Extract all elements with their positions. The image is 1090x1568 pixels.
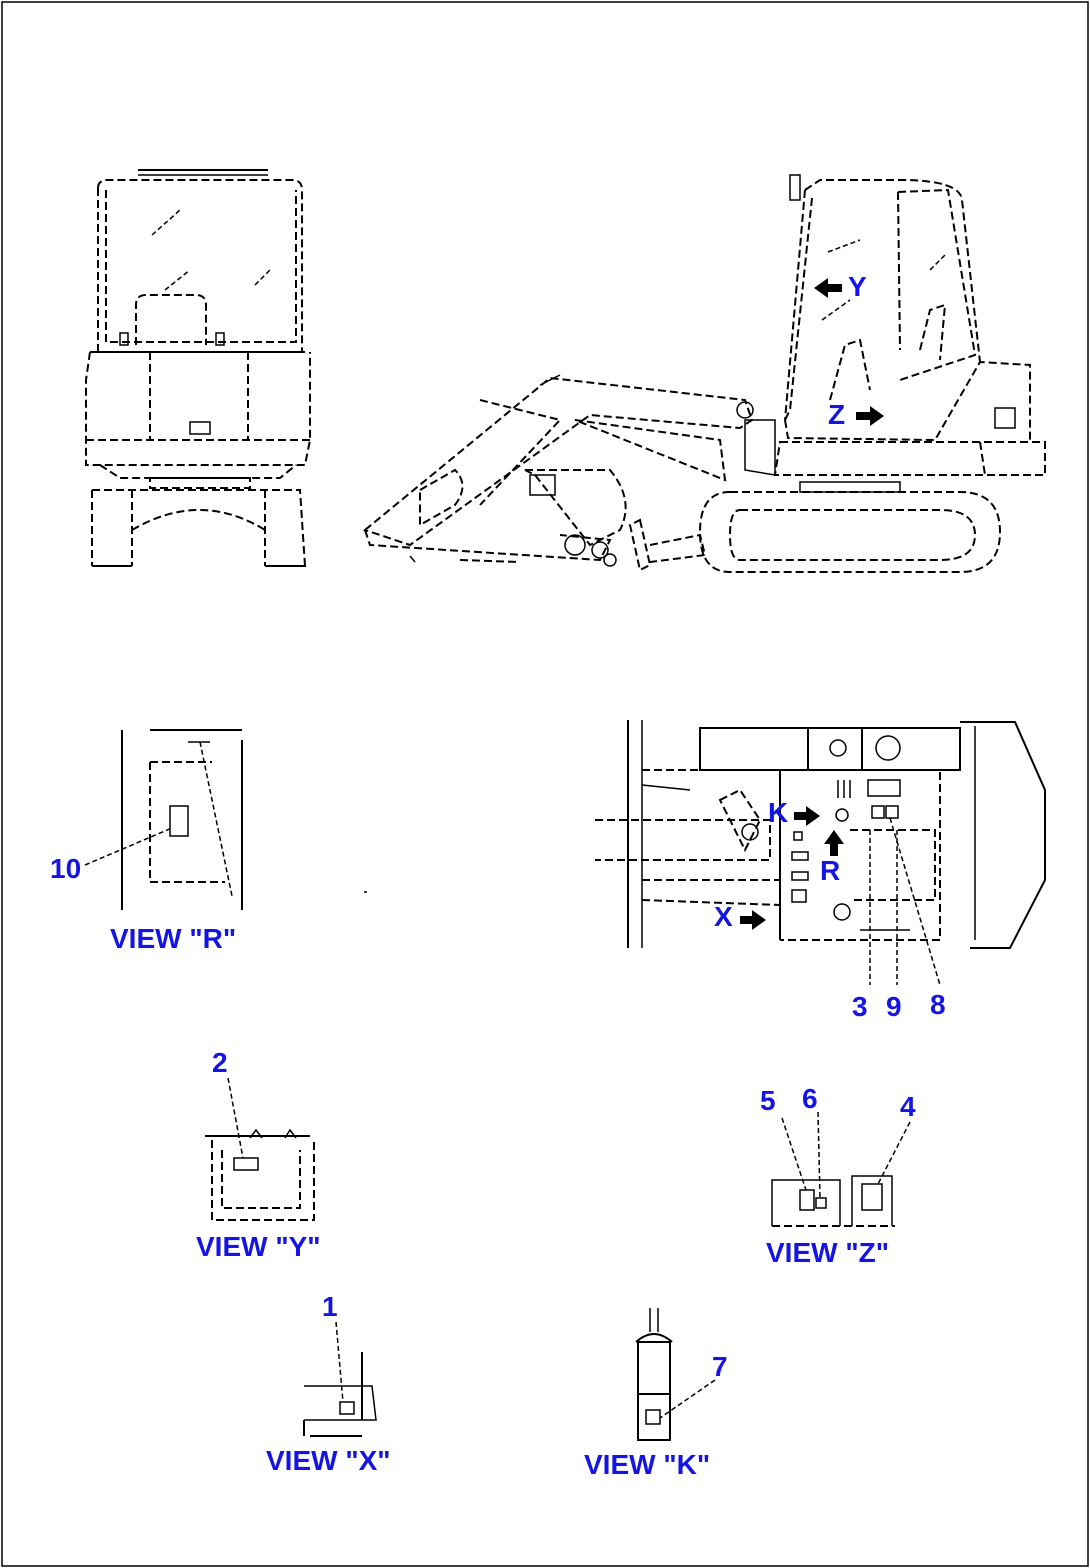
leader-6 bbox=[817, 1111, 821, 1199]
callout-4: 4 bbox=[900, 1091, 916, 1122]
view-arrow-label-k: K bbox=[768, 797, 788, 828]
view-arrow-label-r: R bbox=[820, 855, 840, 886]
front-view-machine bbox=[85, 169, 311, 567]
callout-6: 6 bbox=[802, 1083, 818, 1114]
leader-2 bbox=[227, 1077, 244, 1159]
label-7-box bbox=[645, 1409, 661, 1425]
leader-5 bbox=[781, 1117, 807, 1191]
leader-8 bbox=[889, 817, 941, 986]
leader-7 bbox=[659, 1379, 716, 1419]
callout-9: 9 bbox=[886, 991, 902, 1022]
view-y-detail bbox=[205, 1077, 315, 1221]
side-view-machine bbox=[362, 174, 1046, 573]
leader-4 bbox=[877, 1121, 911, 1185]
arrow-z bbox=[856, 406, 884, 426]
view-arrow-label-x: X bbox=[714, 901, 733, 932]
callout-2: 2 bbox=[212, 1047, 228, 1078]
view-r-detail bbox=[84, 729, 367, 910]
label-2-box bbox=[233, 1157, 259, 1171]
label-10-box bbox=[169, 805, 189, 837]
callout-1: 1 bbox=[322, 1291, 338, 1322]
caption-view-y: VIEW "Y" bbox=[196, 1231, 321, 1262]
leader-10 bbox=[84, 827, 173, 866]
view-arrow-label-z: Z bbox=[828, 399, 845, 430]
callout-10: 10 bbox=[50, 853, 81, 884]
label-1-box bbox=[339, 1401, 355, 1415]
arrow-k bbox=[794, 806, 820, 826]
leader-1 bbox=[335, 1321, 344, 1403]
caption-view-r: VIEW "R" bbox=[110, 923, 236, 954]
caption-view-k: VIEW "K" bbox=[584, 1449, 710, 1480]
arrow-y bbox=[814, 278, 842, 298]
view-x-detail bbox=[303, 1321, 377, 1437]
caption-view-x: VIEW "X" bbox=[266, 1445, 391, 1476]
arrow-r bbox=[824, 830, 844, 856]
arrow-x bbox=[740, 910, 766, 930]
operator-area-plan bbox=[595, 720, 1046, 986]
callout-5: 5 bbox=[760, 1085, 776, 1116]
view-arrow-label-y: Y bbox=[848, 271, 867, 302]
caption-view-z: VIEW "Z" bbox=[766, 1237, 889, 1268]
label-6-box bbox=[815, 1197, 827, 1209]
view-z-detail bbox=[771, 1111, 911, 1227]
callout-8: 8 bbox=[930, 989, 946, 1020]
view-k-detail bbox=[635, 1308, 716, 1441]
label-5-box bbox=[799, 1189, 815, 1211]
callout-7: 7 bbox=[712, 1351, 728, 1382]
callout-3: 3 bbox=[852, 991, 868, 1022]
label-4-box bbox=[861, 1183, 883, 1211]
